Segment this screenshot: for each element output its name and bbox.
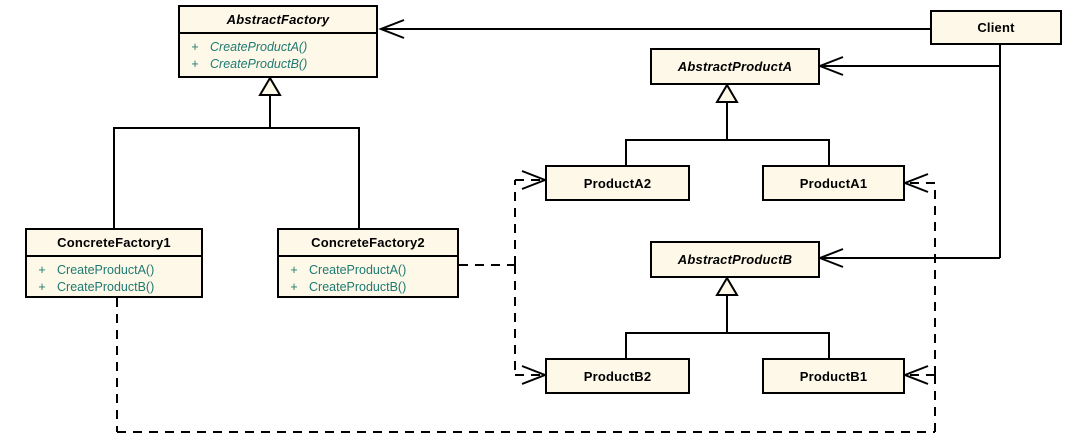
edge-dependency-factory2-products [459, 170, 548, 385]
member-name: CreateProductB() [210, 57, 308, 71]
member-name: CreateProductA() [309, 263, 407, 277]
member-name: CreateProductB() [57, 280, 155, 294]
class-title-abstract-product-a: AbstractProductA [677, 59, 793, 74]
edge-client-to-abstractproductb [817, 248, 1000, 268]
class-box-product-b1[interactable]: ProductB1 [762, 358, 905, 394]
class-members-abstract-factory: + CreateProductA() + CreateProductB() [180, 34, 376, 79]
class-box-abstract-factory[interactable]: AbstractFactory + CreateProductA() + Cre… [178, 5, 378, 78]
class-title-product-a1: ProductA1 [799, 175, 868, 191]
class-box-product-a2[interactable]: ProductA2 [545, 165, 690, 201]
edge-dependency-factory1-products [116, 173, 936, 433]
edge-client-to-abstractproducta [817, 56, 1000, 76]
class-title-client: Client [977, 20, 1015, 35]
member-visibility: + [290, 280, 298, 294]
member-name: CreateProductA() [210, 40, 308, 54]
edge-generalization-factories [113, 76, 360, 228]
class-member-row: + CreateProductB() [27, 279, 201, 296]
class-title-product-b1: ProductB1 [799, 368, 868, 384]
edge-client-to-abstractfactory [378, 19, 930, 39]
member-name: CreateProductA() [57, 263, 155, 277]
edge-generalization-producta [625, 83, 830, 167]
edge-generalization-productb [625, 276, 830, 360]
class-box-product-b2[interactable]: ProductB2 [545, 358, 690, 394]
class-member-row: + CreateProductB() [279, 279, 457, 296]
class-box-abstract-product-b[interactable]: AbstractProductB [650, 241, 820, 278]
class-member-row: + CreateProductA() [180, 39, 376, 56]
class-box-abstract-product-a[interactable]: AbstractProductA [650, 48, 820, 85]
class-title-concrete-factory1: ConcreteFactory1 [57, 235, 171, 250]
compartment-divider [180, 32, 376, 34]
class-box-concrete-factory2[interactable]: ConcreteFactory2 + CreateProductA() + Cr… [277, 228, 459, 298]
compartment-divider [279, 255, 457, 257]
member-visibility: + [290, 263, 298, 277]
class-member-row: + CreateProductA() [279, 262, 457, 279]
member-name: CreateProductB() [309, 280, 407, 294]
class-member-row: + CreateProductB() [180, 56, 376, 73]
class-box-concrete-factory1[interactable]: ConcreteFactory1 + CreateProductA() + Cr… [25, 228, 203, 298]
class-box-client[interactable]: Client [930, 10, 1062, 45]
member-visibility: + [38, 263, 46, 277]
class-members-concrete-factory1: + CreateProductA() + CreateProductB() [27, 257, 201, 302]
member-visibility: + [191, 40, 199, 54]
class-member-row: + CreateProductA() [27, 262, 201, 279]
compartment-divider [27, 255, 201, 257]
class-title-concrete-factory2: ConcreteFactory2 [311, 235, 425, 250]
class-title-abstract-factory: AbstractFactory [226, 12, 330, 27]
member-visibility: + [191, 57, 199, 71]
class-members-concrete-factory2: + CreateProductA() + CreateProductB() [279, 257, 457, 302]
class-box-product-a1[interactable]: ProductA1 [762, 165, 905, 201]
member-visibility: + [38, 280, 46, 294]
class-title-product-a2: ProductA2 [583, 175, 652, 191]
class-title-abstract-product-b: AbstractProductB [677, 252, 793, 267]
class-title-product-b2: ProductB2 [583, 368, 652, 384]
